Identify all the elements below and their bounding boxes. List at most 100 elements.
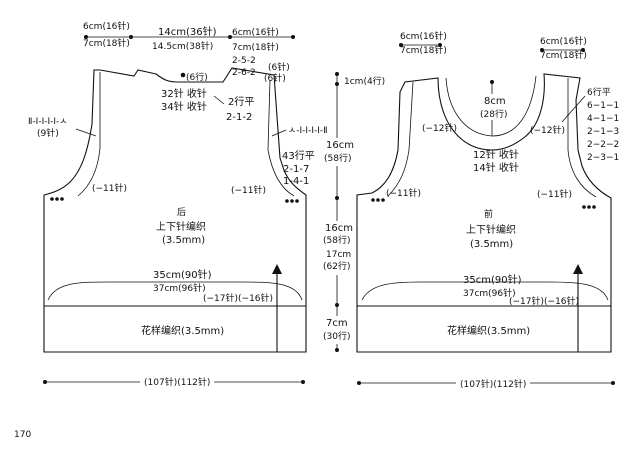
front-neck-dec-row: 6−1−1 (587, 101, 619, 111)
front-bottom-label-bg (456, 375, 530, 389)
front-bottom-dim-dot (357, 381, 361, 385)
armhole-rows: (58行) (324, 152, 351, 164)
back-stitch-gauge: (3.5mm) (162, 235, 205, 246)
back-grain-arrowhead (272, 264, 282, 274)
front-shoulder-right-b: 7cm(18针) (540, 49, 587, 61)
front-neck-left-count: (−12针) (422, 122, 457, 134)
front-dim-dot (438, 43, 442, 47)
front-dim-dot (540, 48, 544, 52)
back-width-a: 35cm(90针) (153, 268, 212, 281)
back-bottom-dim-dot (43, 380, 47, 384)
back-armhole-dec-a: 43行平 (282, 149, 315, 162)
length-dim-dot (335, 196, 339, 200)
front-width-b: 37cm(96针) (463, 287, 516, 299)
back-top-dim-dot (129, 35, 133, 39)
back-neck-b: 14.5cm(38针) (152, 40, 213, 52)
front-piece: 6cm(16针) 7cm(18针) 6cm(16针) 7cm(18针) 8cm … (356, 30, 619, 390)
back-hem-name: 花样编织(3.5mm) (141, 324, 224, 337)
front-neck-bind-b: 14针 收针 (473, 161, 519, 174)
front-left-armband (387, 81, 414, 197)
hem-length: 7cm (326, 318, 348, 329)
front-title: 前 (484, 208, 493, 220)
back-shoulder-dec-b-rows: (6针) (264, 72, 286, 84)
page-number: 170 (14, 430, 31, 440)
length-dim-dot (335, 303, 339, 307)
back-left-side-count: (−11针) (92, 182, 127, 194)
front-neck-dec-leader (561, 95, 586, 123)
front-width-a: 35cm(90针) (463, 273, 522, 286)
label-bg (482, 94, 504, 120)
hem-rows: (30行) (323, 330, 350, 342)
back-right-side-count: (−11针) (231, 184, 266, 196)
body-length-b: 17cm (326, 250, 351, 260)
back-shoulder-left-a: 6cm(16针) (83, 20, 130, 32)
back-shoulder-dec-a-rows: (6针) (268, 61, 290, 73)
back-piece: 6cm(16针) 7cm(18针) 14cm(36针) 14.5cm(38针) … (28, 20, 328, 388)
front-dim-dot (399, 43, 403, 47)
back-neck-bind-b: 34针 收针 (161, 100, 207, 113)
front-neck-depth-rows: (28行) (480, 108, 507, 120)
back-shoulder-dec-a: 2-5-2 (232, 56, 256, 66)
front-neck-depth: 8cm (484, 96, 506, 107)
front-right-side-count: (−11针) (537, 188, 572, 200)
top-length: 1cm(4行) (344, 75, 385, 87)
front-bottom-count: (107针)(112针) (460, 378, 526, 390)
front-right-armband (567, 78, 597, 198)
back-hem-arc (47, 281, 303, 301)
back-shoulder-right-b: 7cm(18针) (232, 41, 279, 53)
back-armhole-left-symbol: Ⅱ-Ⅰ-Ⅰ-Ⅰ-Ⅰ-ㅅ (28, 117, 68, 127)
back-top-dim-dot (291, 35, 295, 39)
back-armhole-right-symbol: ㅅ-Ⅰ-Ⅰ-Ⅰ-Ⅰ-Ⅱ (288, 126, 328, 136)
label-bg (322, 316, 354, 344)
back-shoulder-right-a: 6cm(16针) (232, 26, 279, 38)
front-left-side-count: (−11针) (386, 187, 421, 199)
back-armhole-left-leader (75, 128, 97, 137)
front-shoulder-left-b: 7cm(18针) (400, 44, 447, 56)
back-width-dec: (−17针)(−16针) (203, 292, 273, 304)
front-grain-arrowhead (573, 264, 583, 274)
back-shoulder-dec-b: 2-6-2 (232, 68, 256, 78)
back-armhole-dec-c: 1-4-1 (283, 176, 309, 187)
back-top-dim-dot (84, 35, 88, 39)
back-armhole-right-leader (271, 129, 287, 137)
back-bottom-count: (107针)(112针) (144, 376, 210, 388)
body-length-a-rows: (58行) (323, 234, 350, 246)
label-bg (322, 221, 356, 275)
back-neck-dec-a: 2行平 (228, 95, 254, 108)
back-armhole-left-count: (9针) (37, 127, 59, 139)
back-bottom-dim-dot (301, 380, 305, 384)
front-width-dec: (−17针)(−16针) (509, 295, 579, 307)
back-right-side-markers (285, 199, 299, 203)
back-stitch-name: 上下针编织 (156, 220, 206, 233)
back-neck-dec-b: 2-1-2 (226, 112, 252, 123)
front-neck-dec-row: 2−3−1 (587, 153, 619, 163)
front-stitch-gauge: (3.5mm) (470, 239, 513, 250)
front-neck-dec-row: 2−2−2 (587, 140, 619, 150)
front-dim-dot (490, 80, 494, 84)
front-hem-name: 花样编织(3.5mm) (447, 324, 530, 337)
back-right-armband (267, 79, 295, 197)
front-outline (356, 73, 612, 353)
length-dim-dot (335, 82, 339, 86)
front-shoulder-left-a: 6cm(16针) (400, 30, 447, 42)
back-neck-a: 14cm(36针) (158, 25, 217, 38)
back-outline (43, 67, 307, 353)
length-measurements: 1cm(4行) 16cm (58行) 16cm (58行) 17cm (62行)… (322, 72, 391, 352)
label-bg (324, 138, 354, 166)
front-stitch-name: 上下针编织 (466, 223, 516, 236)
front-neck-dec-row: 4−1−1 (587, 114, 619, 124)
back-width-b: 37cm(96针) (153, 282, 206, 294)
front-neck-dec-row: 6行平 (587, 86, 611, 98)
label-bg (341, 74, 391, 86)
back-armhole-dec-b: 2-1-7 (283, 164, 309, 175)
front-neck-dec-row: 2−1−3 (587, 127, 619, 137)
body-length-b-rows: (62行) (323, 260, 350, 272)
back-neck-row-count: (6行) (186, 71, 208, 83)
front-hem-arc (361, 281, 609, 301)
back-marker-dot (180, 72, 186, 78)
front-neck-right-count: (−12针) (530, 124, 565, 136)
length-dim-dot (335, 72, 339, 76)
back-top-dim-dot (228, 35, 232, 39)
front-neck-bind-a: 12针 收针 (473, 148, 519, 161)
